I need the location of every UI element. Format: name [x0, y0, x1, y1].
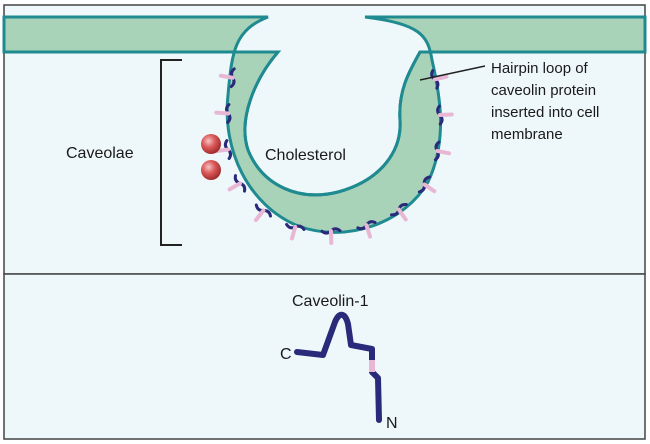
caveolin-1-protein [294, 311, 382, 423]
cholesterol-molecule [201, 160, 221, 180]
caveolin-1-label: Caveolin-1 [292, 293, 369, 310]
caveolin-hairpin-tip [364, 223, 373, 239]
c-terminus-label: C [280, 346, 292, 363]
caveolin-hairpins [214, 67, 454, 245]
caveolin-hairpin-tip [227, 181, 242, 192]
cholesterol-molecule [201, 134, 221, 154]
caveolae-bracket [160, 59, 182, 246]
caveolin-hairpin-tip [289, 224, 298, 241]
hairpin-label-line2: caveolin protein [491, 82, 596, 99]
caveolin-hairpin-tip [432, 74, 449, 82]
n-terminus-label: N [386, 415, 398, 432]
hairpin-label-line1: Hairpin loop of [491, 60, 589, 77]
caveolin-hairpin-tip [435, 148, 451, 156]
caveolin-hairpin-tip [218, 73, 235, 80]
cholesterol-label: Cholesterol [265, 147, 346, 164]
hairpin-leader-line [419, 65, 486, 81]
hairpin-label-line4: membrane [491, 126, 563, 143]
hairpin-label-line3: inserted into cell [491, 104, 599, 121]
caveolin-hairpin-tip [214, 110, 231, 116]
caveolin-hairpin-tip [437, 112, 454, 118]
caveolae-label: Caveolae [66, 145, 134, 162]
caveolin-hairpin-tip [396, 207, 408, 222]
membrane-inner-edge [243, 51, 422, 197]
caveolin-hairpin-tip [254, 208, 266, 222]
caveolin-hairpin-tip [422, 182, 437, 194]
